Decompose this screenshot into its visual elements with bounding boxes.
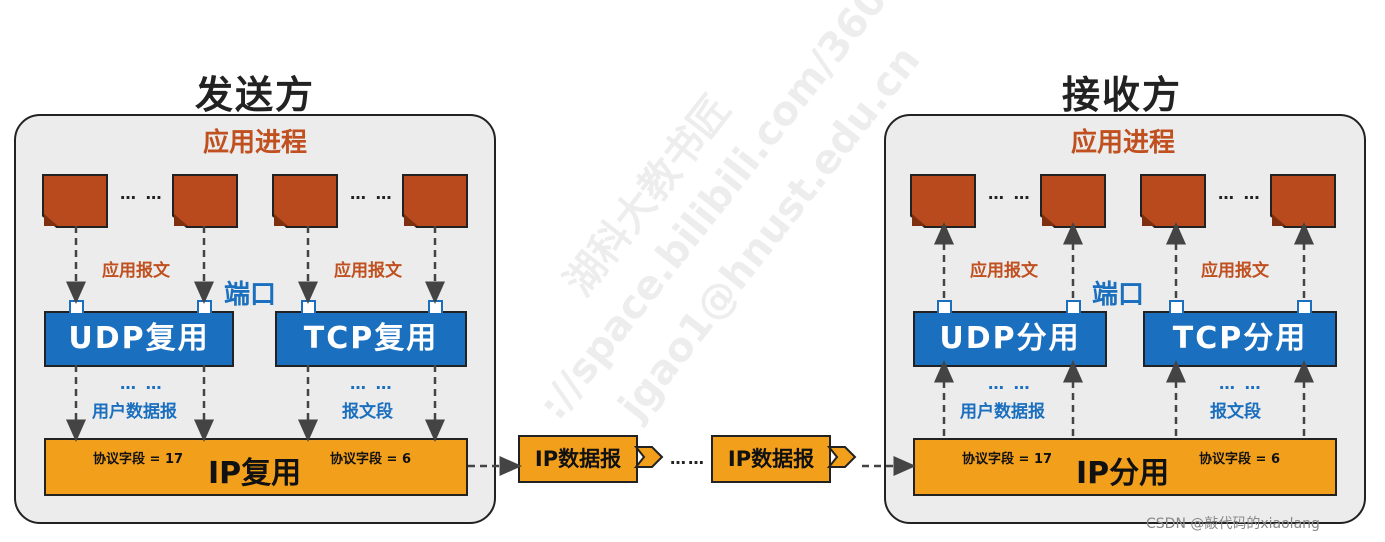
receiver-port-label: 端口 xyxy=(1092,280,1145,310)
receiver-tcp-lower-dots: … … xyxy=(1219,374,1263,393)
sender-dots-1: … … xyxy=(120,184,164,203)
receiver-tcp-demux-box: TCP分用 xyxy=(1143,311,1337,367)
sender-title: 发送方 xyxy=(194,73,315,117)
sender-ip-mux-box xyxy=(44,438,468,496)
sender-dots-2: … … xyxy=(350,184,394,203)
receiver-tcp-segment-label: 报文段 xyxy=(1210,402,1261,422)
receiver-process-title: 应用进程 xyxy=(1070,128,1175,158)
receiver-dots-2: … … xyxy=(1218,184,1262,203)
receiver-port-1 xyxy=(937,300,952,315)
receiver-app-doc-3 xyxy=(1140,174,1206,228)
receiver-ip-demux-label: IP分用 xyxy=(1076,456,1170,491)
receiver-ip-field-tcp: 协议字段 = 6 xyxy=(1199,452,1280,467)
receiver-port-3 xyxy=(1169,300,1184,315)
sender-ip-mux-label: IP复用 xyxy=(208,456,302,491)
sender-udp-mux-box: UDP复用 xyxy=(44,311,234,367)
sender-app-doc-1 xyxy=(42,174,108,228)
receiver-udp-lower-dots: … … xyxy=(988,374,1032,393)
sender-app-message-label-udp: 应用报文 xyxy=(102,261,170,281)
receiver-dots-1: … … xyxy=(988,184,1032,203)
receiver-app-doc-2 xyxy=(1040,174,1106,228)
transit-dots: …… xyxy=(670,449,706,468)
sender-process-title: 应用进程 xyxy=(202,128,307,158)
receiver-udp-datagram-label: 用户数据报 xyxy=(960,402,1045,422)
sender-udp-datagram-label: 用户数据报 xyxy=(92,402,177,422)
sender-udp-lower-dots: … … xyxy=(120,374,164,393)
receiver-app-message-label-udp: 应用报文 xyxy=(970,261,1038,281)
sender-app-message-label-tcp: 应用报文 xyxy=(334,261,402,281)
sender-tcp-segment-label: 报文段 xyxy=(342,402,393,422)
receiver-app-message-label-tcp: 应用报文 xyxy=(1201,261,1269,281)
sender-app-doc-3 xyxy=(272,174,338,228)
sender-ip-field-tcp: 协议字段 = 6 xyxy=(330,452,411,467)
receiver-ip-demux-box xyxy=(913,438,1337,496)
datagram-chevron-1 xyxy=(633,446,664,468)
sender-port-label: 端口 xyxy=(224,280,277,310)
receiver-port-2 xyxy=(1066,300,1081,315)
datagram-chevron-2 xyxy=(826,446,857,468)
sender-tcp-lower-dots: … … xyxy=(350,374,394,393)
receiver-title: 接收方 xyxy=(1061,73,1182,117)
ip-datagram-box-1: IP数据报 xyxy=(518,435,638,483)
csdn-credit: CSDN @敲代码的xiaolang xyxy=(1146,516,1320,532)
sender-tcp-mux-box: TCP复用 xyxy=(275,311,467,367)
receiver-ip-field-udp: 协议字段 = 17 xyxy=(962,452,1053,467)
sender-ip-field-udp: 协议字段 = 17 xyxy=(93,452,184,467)
receiver-udp-demux-box: UDP分用 xyxy=(913,311,1107,367)
ip-datagram-box-2: IP数据报 xyxy=(711,435,831,483)
receiver-port-4 xyxy=(1297,300,1312,315)
